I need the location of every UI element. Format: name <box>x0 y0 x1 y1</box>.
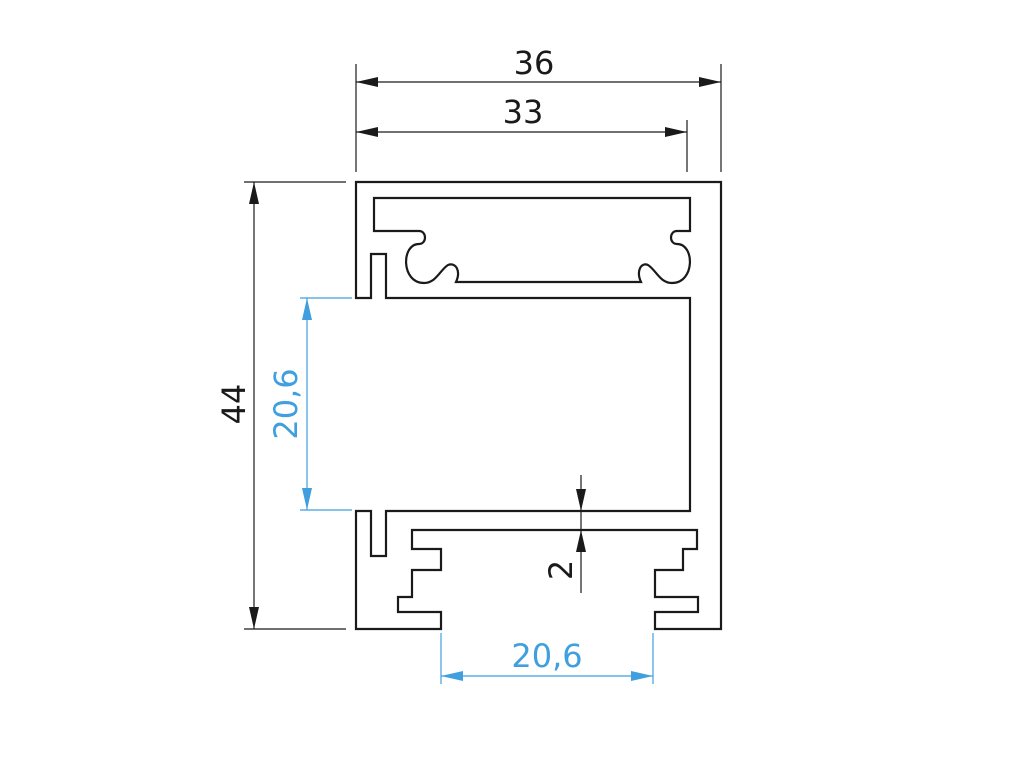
arrowhead <box>249 182 259 204</box>
arrowhead <box>302 298 312 320</box>
profile-outer-outline <box>354 180 723 631</box>
profile-upper-channel <box>372 196 692 285</box>
dimension-label-36: 36 <box>514 44 555 82</box>
dimension-overall-height: 44 <box>215 181 346 630</box>
dimension-bottom-opening-width: 20,6 <box>440 633 654 684</box>
dimension-label-2: 2 <box>542 560 580 580</box>
dimension-label-33: 33 <box>503 93 544 131</box>
dimension-overall-width: 36 <box>355 44 722 172</box>
dimension-label-44: 44 <box>215 384 253 425</box>
arrowhead <box>356 127 378 137</box>
arrowhead <box>302 488 312 510</box>
arrowhead <box>665 127 687 137</box>
dimension-inner-width: 33 <box>356 93 688 172</box>
arrowhead <box>576 489 586 511</box>
dimension-opening-height: 20,6 <box>267 297 352 511</box>
dimension-wall-thickness: 2 <box>542 475 586 593</box>
arrowhead <box>249 607 259 629</box>
arrowhead <box>699 77 721 87</box>
arrowhead <box>441 671 463 681</box>
dimension-label-20-6-vertical: 20,6 <box>267 368 305 439</box>
arrowhead <box>631 671 653 681</box>
dimension-label-20-6-horizontal: 20,6 <box>511 637 582 675</box>
arrowhead <box>576 530 586 552</box>
arrowhead <box>356 77 378 87</box>
extrusion-profile <box>354 180 723 631</box>
